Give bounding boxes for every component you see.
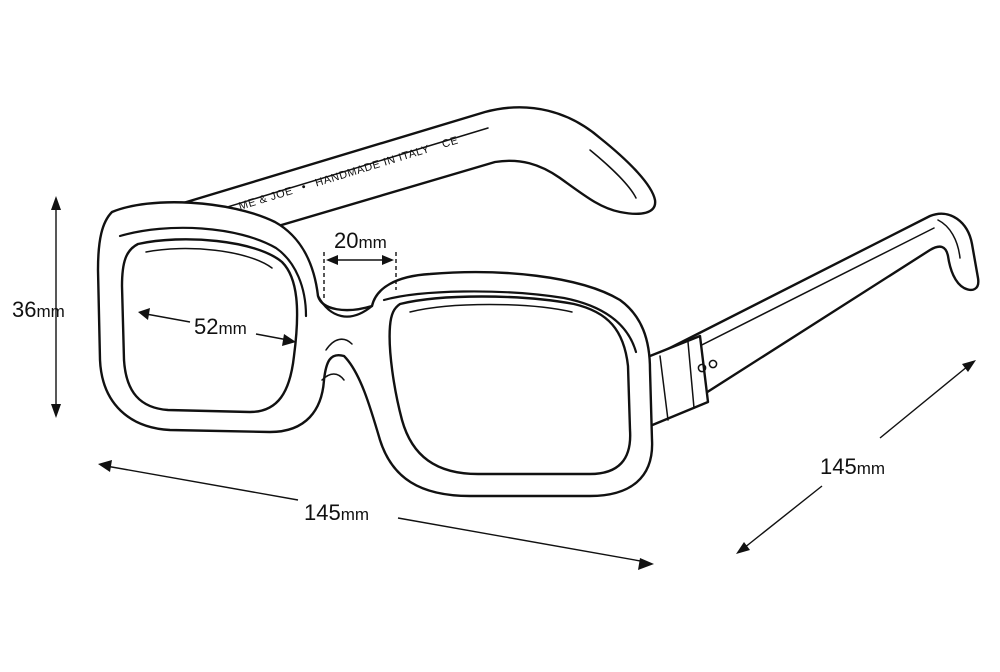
ce-mark: CE [441, 134, 460, 150]
right-lens [388, 295, 632, 476]
imprint-separator: • [300, 181, 308, 194]
arrow-left-icon [98, 460, 112, 472]
arrow-right-icon [282, 334, 296, 346]
arrow-up-right-icon [962, 360, 976, 372]
left-lens [120, 238, 299, 414]
arrow-left-icon [326, 255, 338, 265]
arrow-right-icon [638, 558, 654, 570]
arrow-up-icon [51, 196, 61, 210]
temple-length-label: 145mm [820, 454, 885, 479]
near-temple-arm [660, 212, 980, 414]
arrow-down-icon [51, 404, 61, 418]
lens-width-dimension: 52mm [138, 308, 296, 346]
bridge-width-label: 20mm [334, 228, 387, 253]
lens-height-label: 36mm [12, 297, 65, 322]
hinge-pin-icon [697, 363, 707, 373]
arrow-right-icon [382, 255, 394, 265]
frame-width-dimension: 145mm [98, 460, 654, 570]
arrow-down-left-icon [736, 542, 750, 554]
arrow-left-icon [138, 308, 150, 320]
frame-width-label: 145mm [304, 500, 369, 525]
bridge-width-dimension: 20mm [323, 228, 397, 300]
temple-length-dimension: 145mm [736, 360, 976, 554]
lens-height-dimension: 36mm [12, 196, 65, 418]
hinge-pin-icon [708, 359, 718, 369]
lens-width-label: 52mm [194, 314, 247, 339]
